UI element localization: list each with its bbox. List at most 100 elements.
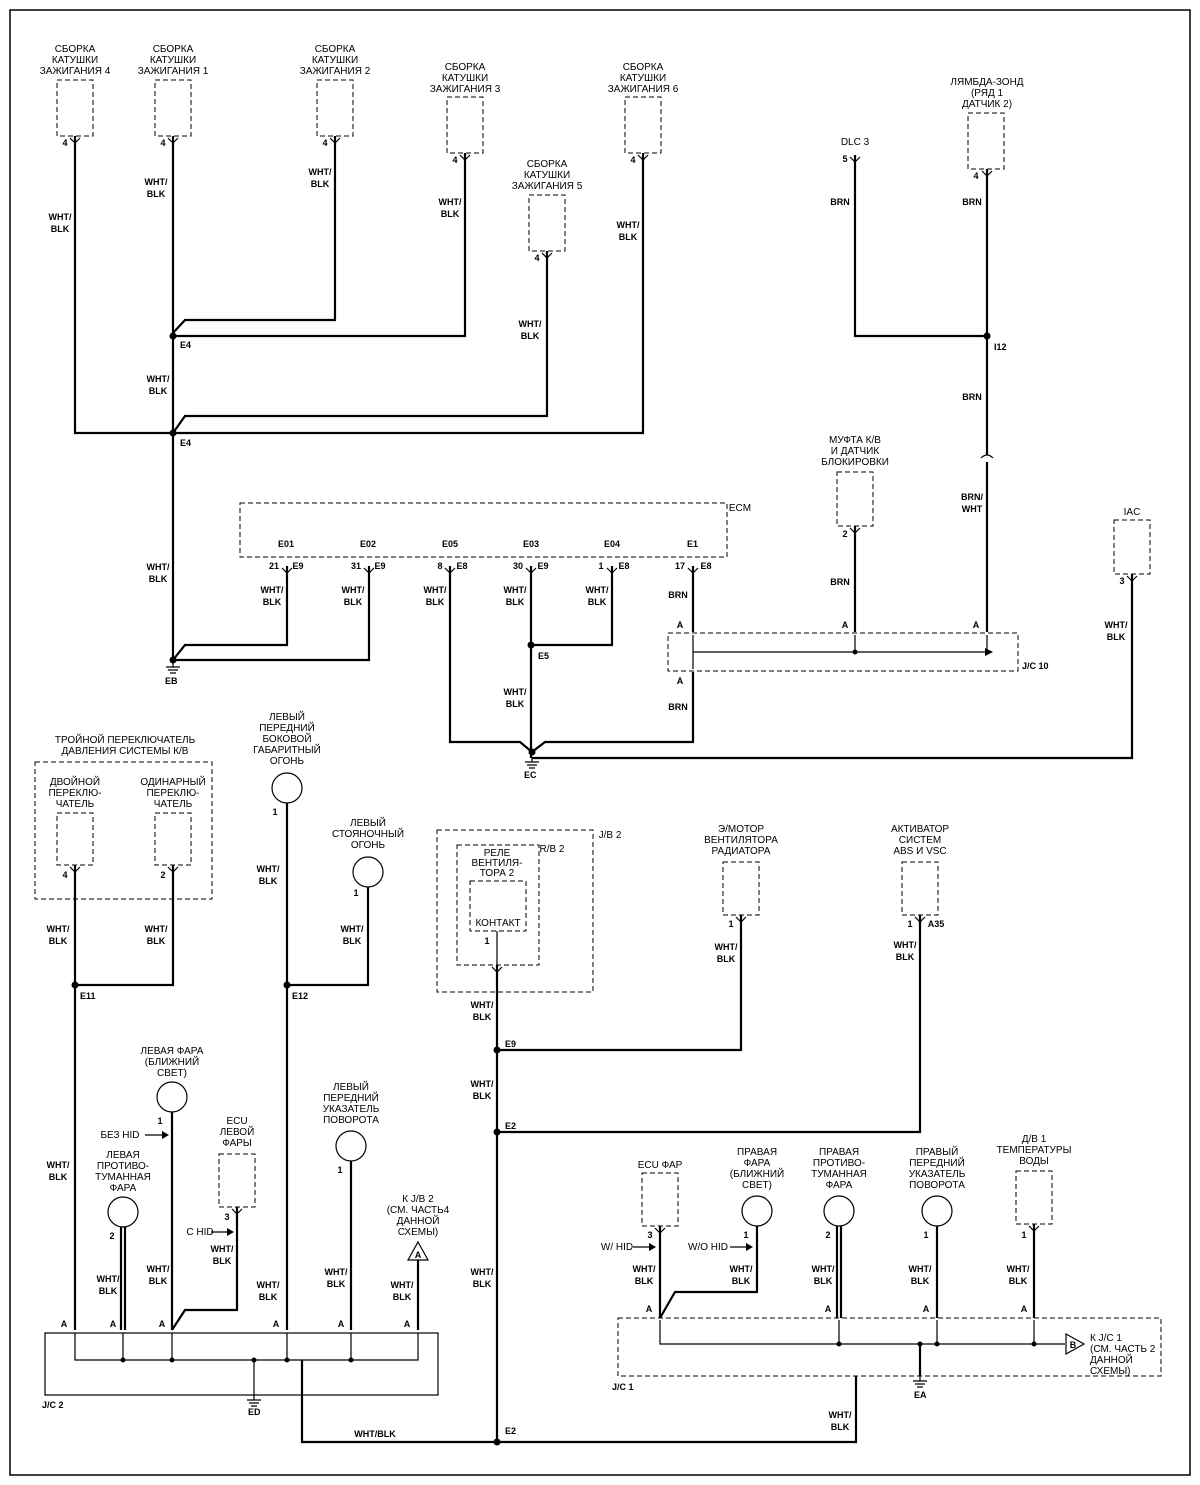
svg-text:ПРАВАЯ: ПРАВАЯ — [819, 1147, 859, 1158]
ground-eb-icon — [166, 663, 180, 674]
svg-text:1: 1 — [484, 936, 489, 946]
svg-text:WHT/: WHT/ — [504, 687, 527, 697]
svg-text:ПОВОРОТА: ПОВОРОТА — [909, 1180, 965, 1191]
svg-text:WHT/: WHT/ — [97, 1274, 120, 1284]
svg-text:BLK: BLK — [717, 954, 736, 964]
svg-text:СИСТЕМ: СИСТЕМ — [899, 835, 941, 846]
svg-text:3: 3 — [224, 1212, 229, 1222]
radiator-fan-motor: Э/МОТОР ВЕНТИЛЯТОРА РАДИАТОРА 1 WHT/BLK — [497, 824, 778, 1052]
diagram-frame — [9, 9, 1191, 1476]
svg-text:A: A — [110, 1319, 117, 1329]
to-jb2-flag: К J/B 2 (СМ. ЧАСТЬ4 ДАННОЙ СХЕМЫ) A — [387, 1194, 450, 1330]
svg-text:BLK: BLK — [99, 1286, 118, 1296]
svg-text:ECM: ECM — [729, 503, 751, 514]
svg-text:ЧАТЕЛЬ: ЧАТЕЛЬ — [154, 799, 193, 810]
svg-text:BLK: BLK — [49, 1172, 68, 1182]
svg-text:E9: E9 — [374, 561, 385, 571]
svg-text:СХЕМЫ): СХЕМЫ) — [398, 1227, 439, 1238]
svg-text:ПЕРЕДНИЙ: ПЕРЕДНИЙ — [909, 1156, 965, 1169]
svg-text:ДАТЧИК 2): ДАТЧИК 2) — [962, 99, 1012, 110]
svg-text:1: 1 — [923, 1230, 928, 1240]
left-fog-lamp: ЛЕВАЯ ПРОТИВО- ТУМАННАЯ ФАРА 2 — [95, 1150, 151, 1330]
svg-text:ЗАЖИГАНИЯ 1: ЗАЖИГАНИЯ 1 — [138, 66, 209, 77]
svg-text:1: 1 — [728, 919, 733, 929]
svg-text:A: A — [825, 1304, 832, 1314]
svg-text:A: A — [646, 1304, 653, 1314]
connector-pin-mark — [69, 137, 81, 144]
left-parking-lamp: ЛЕВЫЙ СТОЯНОЧНЫЙ ОГОНЬ 1 — [287, 816, 404, 987]
svg-text:WHT/: WHT/ — [909, 1264, 932, 1274]
junction-block-jb2: J/B 2 R/B 2 РЕЛЕ ВЕНТИЛЯ- ТОРА 2 КОНТАКТ… — [436, 829, 622, 1446]
svg-text:WHT/: WHT/ — [147, 1264, 170, 1274]
ignition-coil-5: СБОРКА КАТУШКИ ЗАЖИГАНИЯ 5 4 — [512, 159, 583, 263]
svg-text:ПРОТИВО-: ПРОТИВО- — [97, 1161, 149, 1172]
svg-text:E8: E8 — [456, 561, 467, 571]
svg-text:4: 4 — [160, 138, 165, 148]
svg-text:31: 31 — [351, 561, 361, 571]
svg-text:WHT/: WHT/ — [586, 585, 609, 595]
svg-text:ЗАЖИГАНИЯ 2: ЗАЖИГАНИЯ 2 — [300, 66, 371, 77]
svg-text:E11: E11 — [80, 991, 96, 1001]
ecu-left-headlamp: ECU ЛЕВОЙ ФАРЫ 3 С HID — [171, 1116, 256, 1331]
svg-text:ПРАВЫЙ: ПРАВЫЙ — [916, 1145, 959, 1158]
svg-text:BLK: BLK — [506, 597, 525, 607]
svg-text:ЗАЖИГАНИЯ 4: ЗАЖИГАНИЯ 4 — [40, 66, 111, 77]
svg-text:WHT/: WHT/ — [424, 585, 447, 595]
svg-text:ECU: ECU — [226, 1116, 247, 1127]
svg-text:EB: EB — [165, 676, 178, 686]
svg-text:ПРОТИВО-: ПРОТИВО- — [813, 1158, 865, 1169]
svg-text:БЕЗ HID: БЕЗ HID — [100, 1130, 139, 1141]
svg-text:ПРАВАЯ: ПРАВАЯ — [737, 1147, 777, 1158]
svg-text:СВЕТ): СВЕТ) — [157, 1068, 187, 1079]
svg-text:ГАБАРИТНЫЙ: ГАБАРИТНЫЙ — [253, 743, 321, 756]
flag-b-icon — [1065, 1332, 1086, 1356]
connector-pin-mark — [329, 137, 341, 144]
connector-pin-mark — [914, 916, 926, 923]
svg-text:ЛЕВОЙ: ЛЕВОЙ — [220, 1125, 255, 1138]
left-headlamp-low: ЛЕВАЯ ФАРА (БЛИЖНИЙ СВЕТ) 1 БЕЗ HID — [100, 1046, 204, 1330]
svg-text:A: A — [923, 1304, 930, 1314]
svg-text:BLK: BLK — [814, 1276, 833, 1286]
svg-text:ВЕНТИЛЯТОРА: ВЕНТИЛЯТОРА — [704, 835, 778, 846]
svg-text:С HID: С HID — [186, 1227, 213, 1238]
svg-text:КАТУШКИ: КАТУШКИ — [150, 55, 196, 66]
svg-text:WHT/: WHT/ — [471, 1267, 494, 1277]
connector-pin-mark — [654, 1227, 666, 1234]
ground-ec-icon — [525, 758, 539, 769]
svg-text:1: 1 — [743, 1230, 748, 1240]
iac-valve: IAC 3 WHT/BLK — [532, 507, 1151, 760]
connector-pin-mark — [525, 567, 537, 574]
svg-text:ТУМАННАЯ: ТУМАННАЯ — [811, 1169, 867, 1180]
connector-pin-mark — [167, 137, 179, 144]
svg-text:ВОДЫ: ВОДЫ — [1019, 1156, 1049, 1167]
svg-text:A: A — [415, 1250, 422, 1260]
svg-text:ФАРА: ФАРА — [110, 1183, 137, 1194]
svg-text:(РЯД 1: (РЯД 1 — [971, 88, 1004, 99]
svg-text:BRN: BRN — [668, 702, 688, 712]
svg-text:4: 4 — [973, 171, 978, 181]
svg-text:ЛЕВЫЙ: ЛЕВЫЙ — [350, 816, 386, 829]
ignition-coil-6: СБОРКА КАТУШКИ ЗАЖИГАНИЯ 6 4 — [608, 62, 679, 165]
ecu-headlamps: ECU ФАР 3 W/ HID — [601, 1160, 683, 1318]
svg-text:E1: E1 — [687, 539, 698, 549]
svg-text:ТРОЙНОЙ ПЕРЕКЛЮЧАТЕЛЬ: ТРОЙНОЙ ПЕРЕКЛЮЧАТЕЛЬ — [55, 733, 196, 746]
svg-text:WHT/: WHT/ — [342, 585, 365, 595]
svg-text:ЛЯМБДА-ЗОНД: ЛЯМБДА-ЗОНД — [950, 77, 1023, 88]
svg-text:УКАЗАТЕЛЬ: УКАЗАТЕЛЬ — [323, 1104, 380, 1115]
right-headlamp-low: ПРАВАЯ ФАРА (БЛИЖНИЙ СВЕТ) 1 W/O HID — [659, 1147, 784, 1319]
svg-text:1: 1 — [1021, 1230, 1026, 1240]
svg-text:BRN: BRN — [830, 197, 850, 207]
svg-text:БЛОКИРОВКИ: БЛОКИРОВКИ — [821, 457, 889, 468]
svg-text:A: A — [1021, 1304, 1028, 1314]
svg-text:WHT: WHT — [962, 504, 983, 514]
svg-text:WHT/: WHT/ — [257, 864, 280, 874]
svg-text:ПЕРЕДНИЙ: ПЕРЕДНИЙ — [323, 1091, 379, 1104]
svg-text:BLK: BLK — [588, 597, 607, 607]
svg-text:КАТУШКИ: КАТУШКИ — [524, 170, 570, 181]
dlc3-connector: DLC 3 5 BRN — [830, 137, 987, 338]
svg-text:ПЕРЕКЛЮ-: ПЕРЕКЛЮ- — [48, 788, 101, 799]
svg-text:WHT/: WHT/ — [633, 1264, 656, 1274]
svg-text:КАТУШКИ: КАТУШКИ — [312, 55, 358, 66]
svg-text:WHT/: WHT/ — [519, 319, 542, 329]
svg-text:BLK: BLK — [149, 1276, 168, 1286]
